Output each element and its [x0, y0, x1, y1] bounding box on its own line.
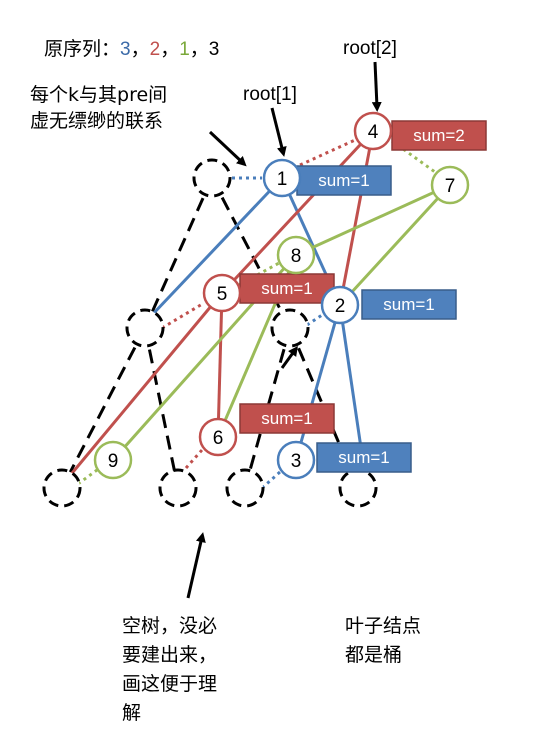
node-label: 5 [217, 284, 228, 305]
node-9: 9 [93, 440, 133, 480]
arrow-empty-right [280, 345, 298, 369]
green-edge [295, 183, 451, 257]
sum-label: sum=1 [261, 279, 313, 298]
empty-node [42, 468, 82, 508]
sum-label: sum=1 [318, 171, 370, 190]
sequence-title: 原序列：3，2，1，3 [44, 34, 219, 61]
virtual-link-line2: 虚无缥缈的联系 [30, 110, 164, 132]
arrow-empty-tree [186, 532, 206, 599]
sum-box-node1: sum=1 [296, 165, 392, 196]
root1-label: root[1] [243, 84, 297, 105]
sequence-items: 3，2，1，3 [120, 38, 219, 60]
node-label: 4 [368, 122, 379, 143]
sum-label: sum=1 [261, 409, 313, 428]
pre-link [299, 138, 356, 167]
sum-box-node2: sum=1 [361, 289, 457, 320]
empty-node [192, 158, 232, 198]
pre-link [306, 313, 323, 327]
node-5: 5 [202, 273, 242, 313]
sum-box-node3: sum=1 [316, 442, 412, 473]
empty-node [125, 308, 165, 348]
node-4: 4 [353, 111, 393, 151]
empty-edge [143, 327, 180, 489]
sequence-item: 1 [179, 39, 190, 60]
red-edge [216, 292, 224, 438]
root2-label: root[2] [343, 38, 397, 59]
empty-tree-line1: 空树，没必 [122, 615, 218, 637]
leaves-note: 叶子结点 都是桶 [345, 612, 421, 670]
sequence-item: 3 [208, 39, 220, 60]
node-label: 3 [291, 451, 302, 472]
sequence-item: ， [189, 38, 209, 60]
virtual-link-line1: 每个k与其pre间 [30, 84, 168, 106]
node-label: 6 [213, 428, 224, 449]
empty-node [338, 468, 378, 508]
leaves-line1: 叶子结点 [345, 615, 422, 637]
node-label: 9 [108, 451, 119, 472]
green-edge [338, 183, 452, 307]
node-label: 2 [335, 296, 346, 317]
sequence-item: ， [130, 38, 150, 60]
empty-edge [243, 327, 292, 489]
empty-edge [143, 177, 214, 329]
sum-label: sum=1 [383, 295, 435, 314]
sum-box-node4: sum=2 [391, 120, 487, 151]
node-label: 8 [291, 246, 302, 267]
leaves-line2: 都是桶 [345, 644, 403, 666]
sum-label: sum=2 [413, 126, 465, 145]
sum-boxes: sum=1 sum=1 sum=1 sum=2 sum=1 sum=1 [239, 120, 487, 473]
red-edge [220, 129, 375, 295]
node-label: 1 [277, 169, 288, 190]
empty-tree-line3: 画这便于理 [122, 673, 218, 695]
empty-nodes [42, 158, 378, 508]
blue-edge [294, 304, 342, 461]
pre-link [77, 468, 98, 486]
tree-nodes: 1 2 3 4 5 6 7 [93, 111, 470, 480]
sum-box-node5: sum=1 [239, 273, 335, 304]
pre-link [161, 301, 205, 330]
node-2: 2 [320, 285, 360, 325]
blue-edge [150, 176, 284, 317]
sequence-item: 3 [120, 39, 131, 60]
sum-label: sum=1 [338, 448, 390, 467]
pre-link [184, 449, 204, 469]
empty-tree-note: 空树，没必 要建出来， 画这便于理 解 [122, 612, 217, 728]
arrow-root1 [270, 107, 287, 157]
empty-tree-line2: 要建出来， [122, 644, 218, 666]
sum-box-node6: sum=1 [239, 403, 335, 434]
empty-edge [60, 327, 147, 489]
arrow-virtual-link [208, 130, 247, 167]
empty-node [270, 308, 310, 348]
arrow-root2 [371, 61, 382, 112]
empty-node [225, 468, 265, 508]
red-edge [66, 292, 224, 479]
empty-node [158, 468, 198, 508]
sequence-item: ， [160, 38, 180, 60]
red-edge [338, 130, 375, 306]
node-3: 3 [276, 440, 316, 480]
node-label: 7 [445, 176, 456, 197]
virtual-link-note: 每个k与其pre间 虚无缥缈的联系 [30, 82, 167, 134]
annotation-arrows [186, 61, 382, 599]
sequence-item: 2 [149, 39, 161, 60]
pre-link [261, 470, 281, 490]
node-8: 8 [276, 235, 316, 275]
empty-tree-line4: 解 [122, 702, 142, 724]
sequence-label: 原序列： [44, 38, 121, 60]
node-6: 6 [198, 417, 238, 457]
node-1: 1 [262, 158, 302, 198]
node-7: 7 [430, 165, 470, 205]
